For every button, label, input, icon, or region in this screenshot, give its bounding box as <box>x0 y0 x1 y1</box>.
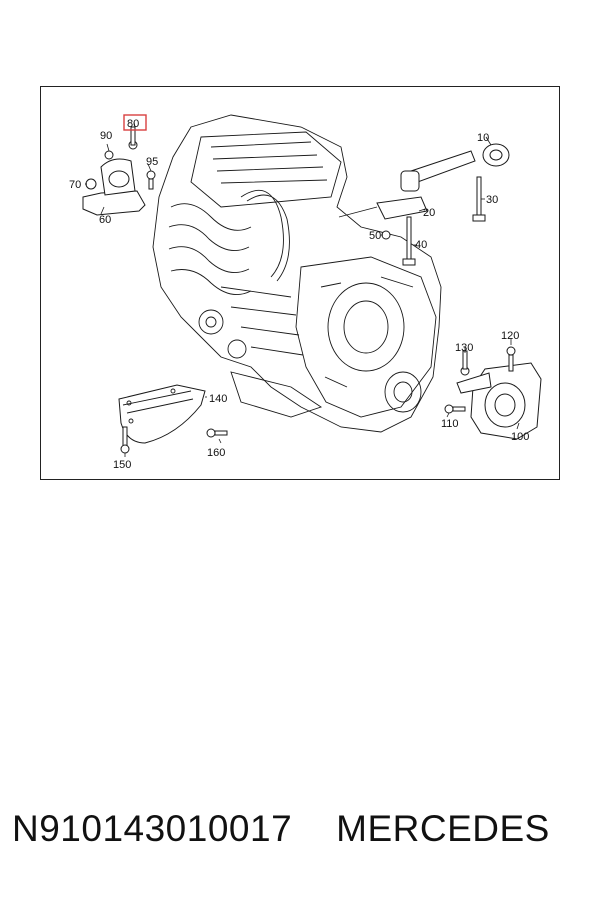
part-number: N910143010017 <box>12 808 293 849</box>
callout-90: 90 <box>100 130 112 142</box>
torque-rod-assembly <box>338 136 510 266</box>
part-caption: N910143010017 MERCEDES <box>12 808 592 858</box>
parts-diagram-frame: 80 90 95 70 60 10 20 30 40 50 120 130 11… <box>40 86 560 480</box>
callout-140: 140 <box>209 393 227 405</box>
callout-110: 110 <box>441 418 459 430</box>
exploded-view-diagram: 80 90 95 70 60 10 20 30 40 50 120 130 11… <box>69 114 542 471</box>
transmission-cover <box>118 384 228 457</box>
callout-95: 95 <box>146 156 158 168</box>
callout-120: 120 <box>501 330 519 342</box>
callout-50: 50 <box>369 230 381 242</box>
engine-assembly <box>152 114 442 433</box>
callout-100: 100 <box>511 431 529 443</box>
callout-10: 10 <box>477 132 489 144</box>
right-engine-mount <box>444 339 542 440</box>
callout-160: 160 <box>207 447 225 459</box>
brand-name: MERCEDES <box>336 808 550 849</box>
callout-130: 130 <box>455 342 473 354</box>
callout-30: 30 <box>486 194 498 206</box>
left-engine-mount <box>82 121 156 216</box>
callout-150: 150 <box>113 459 131 471</box>
callout-40: 40 <box>415 239 427 251</box>
callout-20: 20 <box>423 207 435 219</box>
callout-70: 70 <box>69 179 81 191</box>
highlight-box-80 <box>123 114 147 131</box>
callout-80: 80 <box>127 118 139 130</box>
callout-60: 60 <box>99 214 111 226</box>
